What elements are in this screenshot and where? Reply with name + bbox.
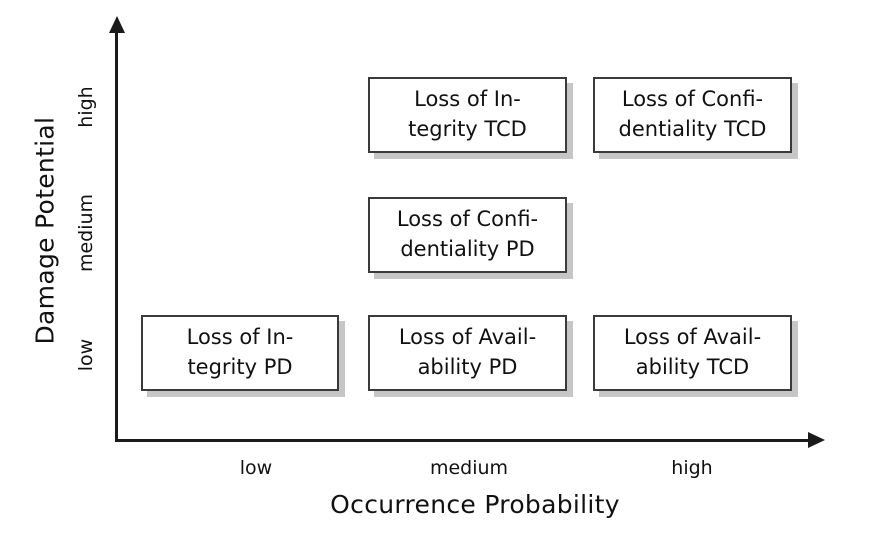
y-tick-label-low: low (75, 338, 97, 372)
matrix-cell-availability-pd[interactable]: Loss of Avail- ability PD (368, 315, 567, 391)
x-tick-label-low: low (239, 457, 273, 479)
matrix-cell-line: Loss of In- (186, 325, 294, 350)
matrix-cell-line: dentiality PD (400, 237, 535, 261)
x-axis-arrow-icon (808, 432, 825, 448)
matrix-cell-confidentiality-pd[interactable]: Loss of Confi- dentiality PD (368, 197, 567, 273)
x-tick-label-medium: medium (429, 457, 509, 479)
matrix-cell-line: Loss of In- (414, 87, 521, 112)
x-axis-title: Occurrence Probability (330, 490, 620, 519)
matrix-cell-integrity-pd[interactable]: Loss of In- tegrity PD (141, 315, 339, 391)
matrix-cell-line: Loss of Confi- (621, 87, 764, 112)
y-tick-label-high: high (75, 86, 97, 128)
matrix-cell-line: ability TCD (635, 355, 750, 379)
y-axis-title: Damage Potential (30, 116, 60, 345)
matrix-cell-line: ability PD (417, 355, 518, 379)
y-tick-label-medium: medium (75, 193, 97, 273)
x-axis-line (115, 439, 815, 442)
matrix-cell-line: Loss of Avail- (398, 325, 537, 350)
matrix-cell-integrity-tcd[interactable]: Loss of In- tegrity TCD (368, 77, 567, 153)
x-tick-label-high: high (671, 457, 713, 479)
matrix-cell-line: dentiality TCD (618, 117, 767, 141)
matrix-cell-line: tegrity TCD (408, 117, 527, 141)
y-axis-arrow-icon (109, 16, 125, 33)
matrix-cell-line: Loss of Avail- (623, 325, 762, 350)
matrix-cell-confidentiality-tcd[interactable]: Loss of Confi- dentiality TCD (593, 77, 792, 153)
matrix-cell-line: Loss of Confi- (396, 207, 539, 232)
matrix-cell-availability-tcd[interactable]: Loss of Avail- ability TCD (593, 315, 792, 391)
matrix-cell-line: tegrity PD (187, 355, 293, 379)
y-axis-line (115, 30, 118, 442)
